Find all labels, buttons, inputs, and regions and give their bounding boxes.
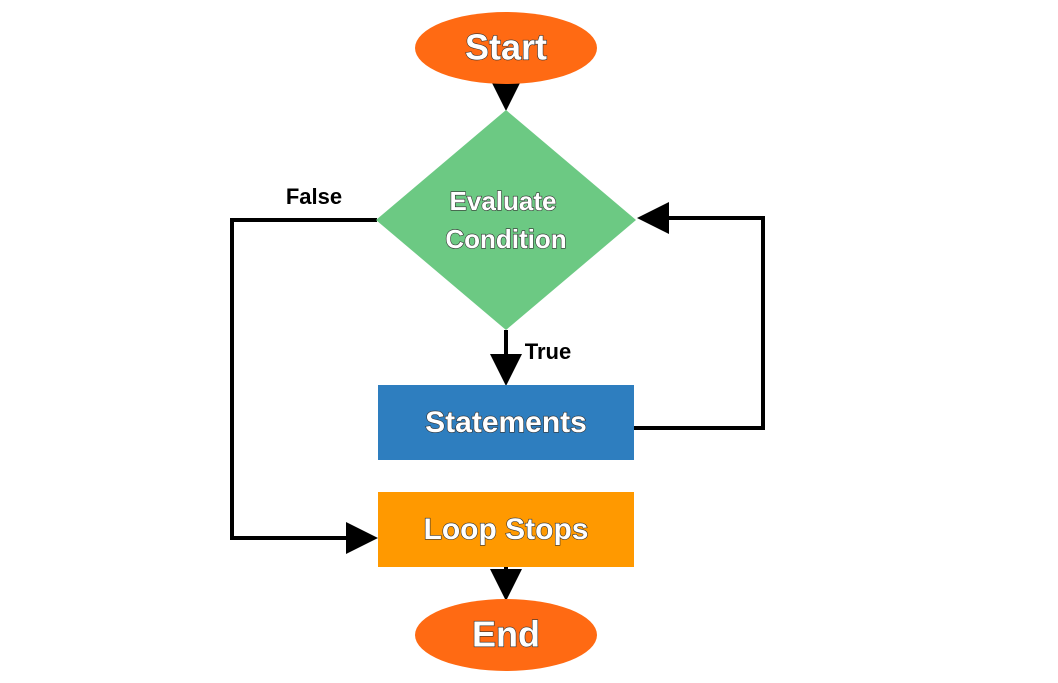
condition-label-line1: Evaluate bbox=[450, 186, 557, 216]
condition-diamond bbox=[376, 110, 636, 330]
statements-node: Statements bbox=[378, 385, 634, 460]
start-ellipse bbox=[415, 12, 597, 84]
end-ellipse bbox=[415, 599, 597, 671]
loop-stops-box bbox=[378, 492, 634, 567]
false-edge-label: False bbox=[286, 184, 342, 209]
statements-label: Statements bbox=[425, 406, 587, 439]
loop-stops-label: Loop Stops bbox=[424, 513, 589, 546]
condition-label-line2: Condition bbox=[445, 224, 566, 254]
connectors bbox=[230, 79, 765, 601]
arrow-false-to-loop-stops bbox=[230, 218, 378, 554]
statements-box bbox=[378, 385, 634, 460]
end-node: End bbox=[415, 599, 597, 671]
end-label: End bbox=[472, 614, 540, 655]
condition-node: Evaluate Condition bbox=[376, 110, 636, 330]
start-label: Start bbox=[465, 27, 547, 68]
start-node: Start bbox=[415, 12, 597, 84]
arrow-statements-loop-back bbox=[633, 202, 765, 430]
loop-stops-node: Loop Stops bbox=[378, 492, 634, 567]
true-edge-label: True bbox=[525, 339, 571, 364]
